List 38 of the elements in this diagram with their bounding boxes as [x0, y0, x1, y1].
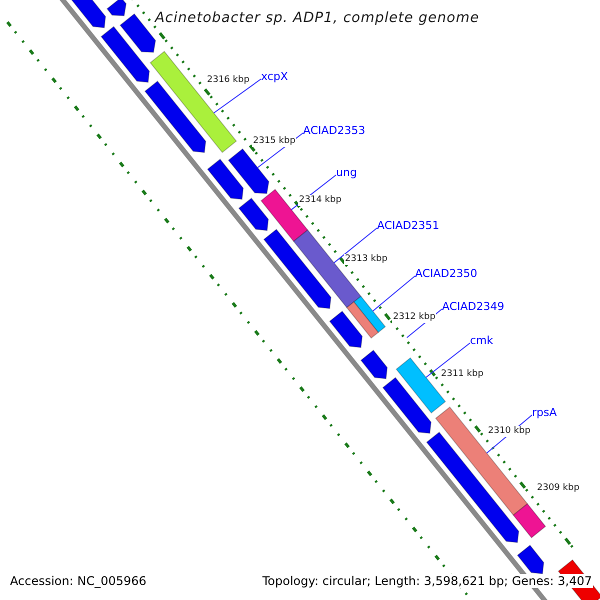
- scale-label: 2309 kbp: [536, 483, 580, 494]
- leader-line: [334, 228, 378, 264]
- gene-name: ACIAD2351: [377, 220, 440, 231]
- gene-name: ung: [336, 167, 357, 178]
- gene-name: cmk: [470, 335, 494, 346]
- scale-label: 2316 kbp: [206, 75, 250, 86]
- gene-name: ACIAD2350: [415, 268, 478, 279]
- gene-block: [263, 228, 332, 310]
- gene-block: [100, 26, 150, 83]
- gene-block: [353, 296, 386, 334]
- gene-block: [329, 310, 363, 348]
- gene-name: ACIAD2349: [442, 301, 504, 312]
- gene-block: [346, 301, 379, 339]
- scale-label: 2312 kbp: [392, 312, 436, 323]
- gene-block: [144, 80, 206, 154]
- scale-label: 2313 kbp: [344, 254, 388, 265]
- gene-block: [435, 406, 528, 516]
- gene-block: [516, 544, 544, 574]
- scale-label: 2314 kbp: [298, 195, 342, 206]
- gene-block: [360, 350, 388, 380]
- gene-block: [382, 376, 432, 434]
- gene-block: [106, 0, 127, 16]
- gene-block: [206, 158, 244, 200]
- gene-name: rpsA: [532, 407, 557, 418]
- scale-label: 2311 kbp: [440, 369, 484, 380]
- scale-label: 2310 kbp: [487, 426, 532, 437]
- info-text: Accession: NC_005966: [9, 574, 148, 588]
- scale-label: 2315 kbp: [252, 136, 296, 147]
- gene-name: ACIAD2353: [303, 125, 366, 136]
- gene-name: xcpX: [261, 71, 288, 82]
- gene-block: [238, 198, 269, 232]
- title: Acinetobacter sp. ADP1, complete genome: [155, 11, 480, 25]
- leader-line: [213, 78, 262, 114]
- info-text: Topology: circular; Length: 3,598,621 bp; Genes: 3,407: [261, 574, 593, 588]
- leader-line: [372, 276, 416, 312]
- gene-block: [228, 148, 270, 194]
- gene-block: [512, 503, 546, 538]
- leader-line: [426, 342, 470, 378]
